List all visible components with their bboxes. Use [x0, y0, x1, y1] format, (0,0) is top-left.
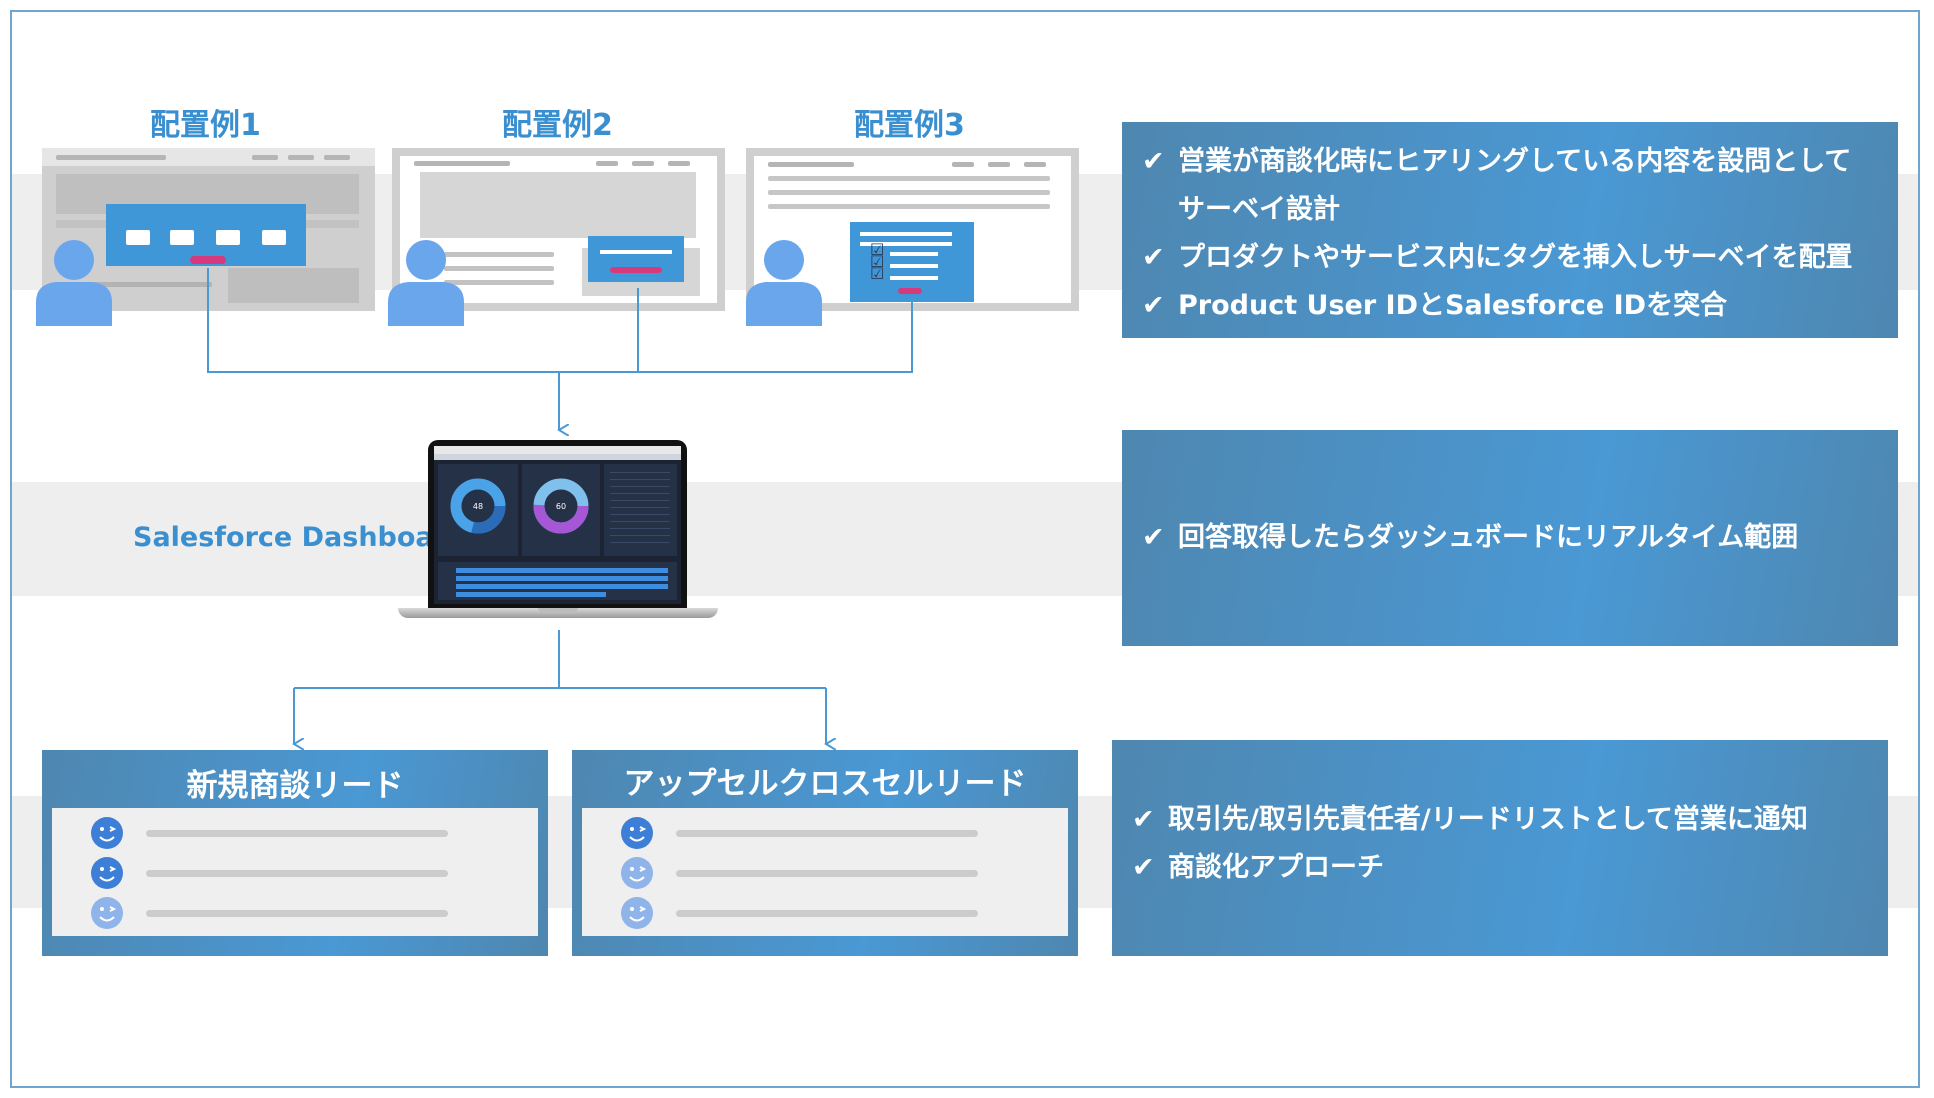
check-icon: ✔ [1132, 852, 1155, 883]
placement-label-2: 配置例2 [502, 108, 613, 143]
list-item-placeholder [676, 830, 978, 837]
panel-text: 回答取得したらダッシュボードにリアルタイム範囲 [1178, 522, 1799, 553]
lead-box-title: 新規商談リード [186, 768, 404, 804]
list-item-placeholder [676, 870, 978, 877]
new-deal-leads-box: 新規商談リード [42, 750, 548, 956]
checkbox-icon: ☑☑☑ [870, 240, 885, 283]
list-item-placeholder [146, 830, 448, 837]
dashboard-screen: 48 60 [434, 446, 681, 604]
survey-setup-panel: ✔ 営業が商談化時にヒアリングしている内容を設問として サーベイ設計 ✔ プロダクト… [1122, 122, 1898, 338]
panel-text: 取引先/取引先責任者/リードリストとして営業に通知 [1168, 804, 1808, 835]
survey-submit-bar [190, 256, 226, 264]
check-icon: ✔ [1132, 804, 1155, 835]
realtime-dashboard-panel: ✔ 回答取得したらダッシュボードにリアルタイム範囲 [1122, 430, 1898, 646]
survey-form: ☑☑☑ [850, 222, 974, 302]
smiley-icon [621, 817, 653, 849]
panel-text: Product User IDとSalesforce IDを突合 [1178, 290, 1728, 321]
smiley-icon [91, 817, 123, 849]
list-item-placeholder [146, 910, 448, 917]
survey-popup [106, 204, 306, 266]
check-icon: ✔ [1142, 290, 1165, 321]
panel-text: プロダクトやサービス内にタグを挿入しサーベイを配置 [1178, 242, 1853, 273]
check-icon: ✔ [1142, 522, 1165, 553]
user-icon [36, 240, 112, 326]
user-icon [746, 240, 822, 326]
smiley-icon [91, 897, 123, 929]
panel-text: サーベイ設計 [1178, 194, 1340, 225]
donut-2-value: 60 [556, 502, 566, 511]
panel-text: 営業が商談化時にヒアリングしている内容を設問として [1178, 146, 1852, 177]
list-item-placeholder [146, 870, 448, 877]
sales-notify-panel: ✔ 取引先/取引先責任者/リードリストとして営業に通知 ✔ 商談化アプローチ [1112, 740, 1888, 956]
dashboard-label: Salesforce Dashboard [133, 522, 467, 553]
placement-label-1: 配置例1 [150, 108, 261, 143]
placement-label-3: 配置例3 [854, 108, 965, 143]
list-item-placeholder [676, 910, 978, 917]
survey-widget [588, 236, 684, 282]
lead-list [582, 808, 1068, 936]
upsell-crosssell-leads-box: アップセルクロスセルリード [572, 750, 1078, 956]
smiley-icon [91, 857, 123, 889]
panel-text: 商談化アプローチ [1168, 852, 1384, 883]
lead-box-title: アップセルクロスセルリード [623, 766, 1027, 802]
check-icon: ✔ [1142, 146, 1165, 177]
smiley-icon [621, 897, 653, 929]
user-icon [388, 240, 464, 326]
check-icon: ✔ [1142, 242, 1165, 273]
smiley-icon [621, 857, 653, 889]
laptop-dashboard: 48 60 [398, 440, 718, 622]
lead-list [52, 808, 538, 936]
donut-1-value: 48 [473, 502, 483, 511]
